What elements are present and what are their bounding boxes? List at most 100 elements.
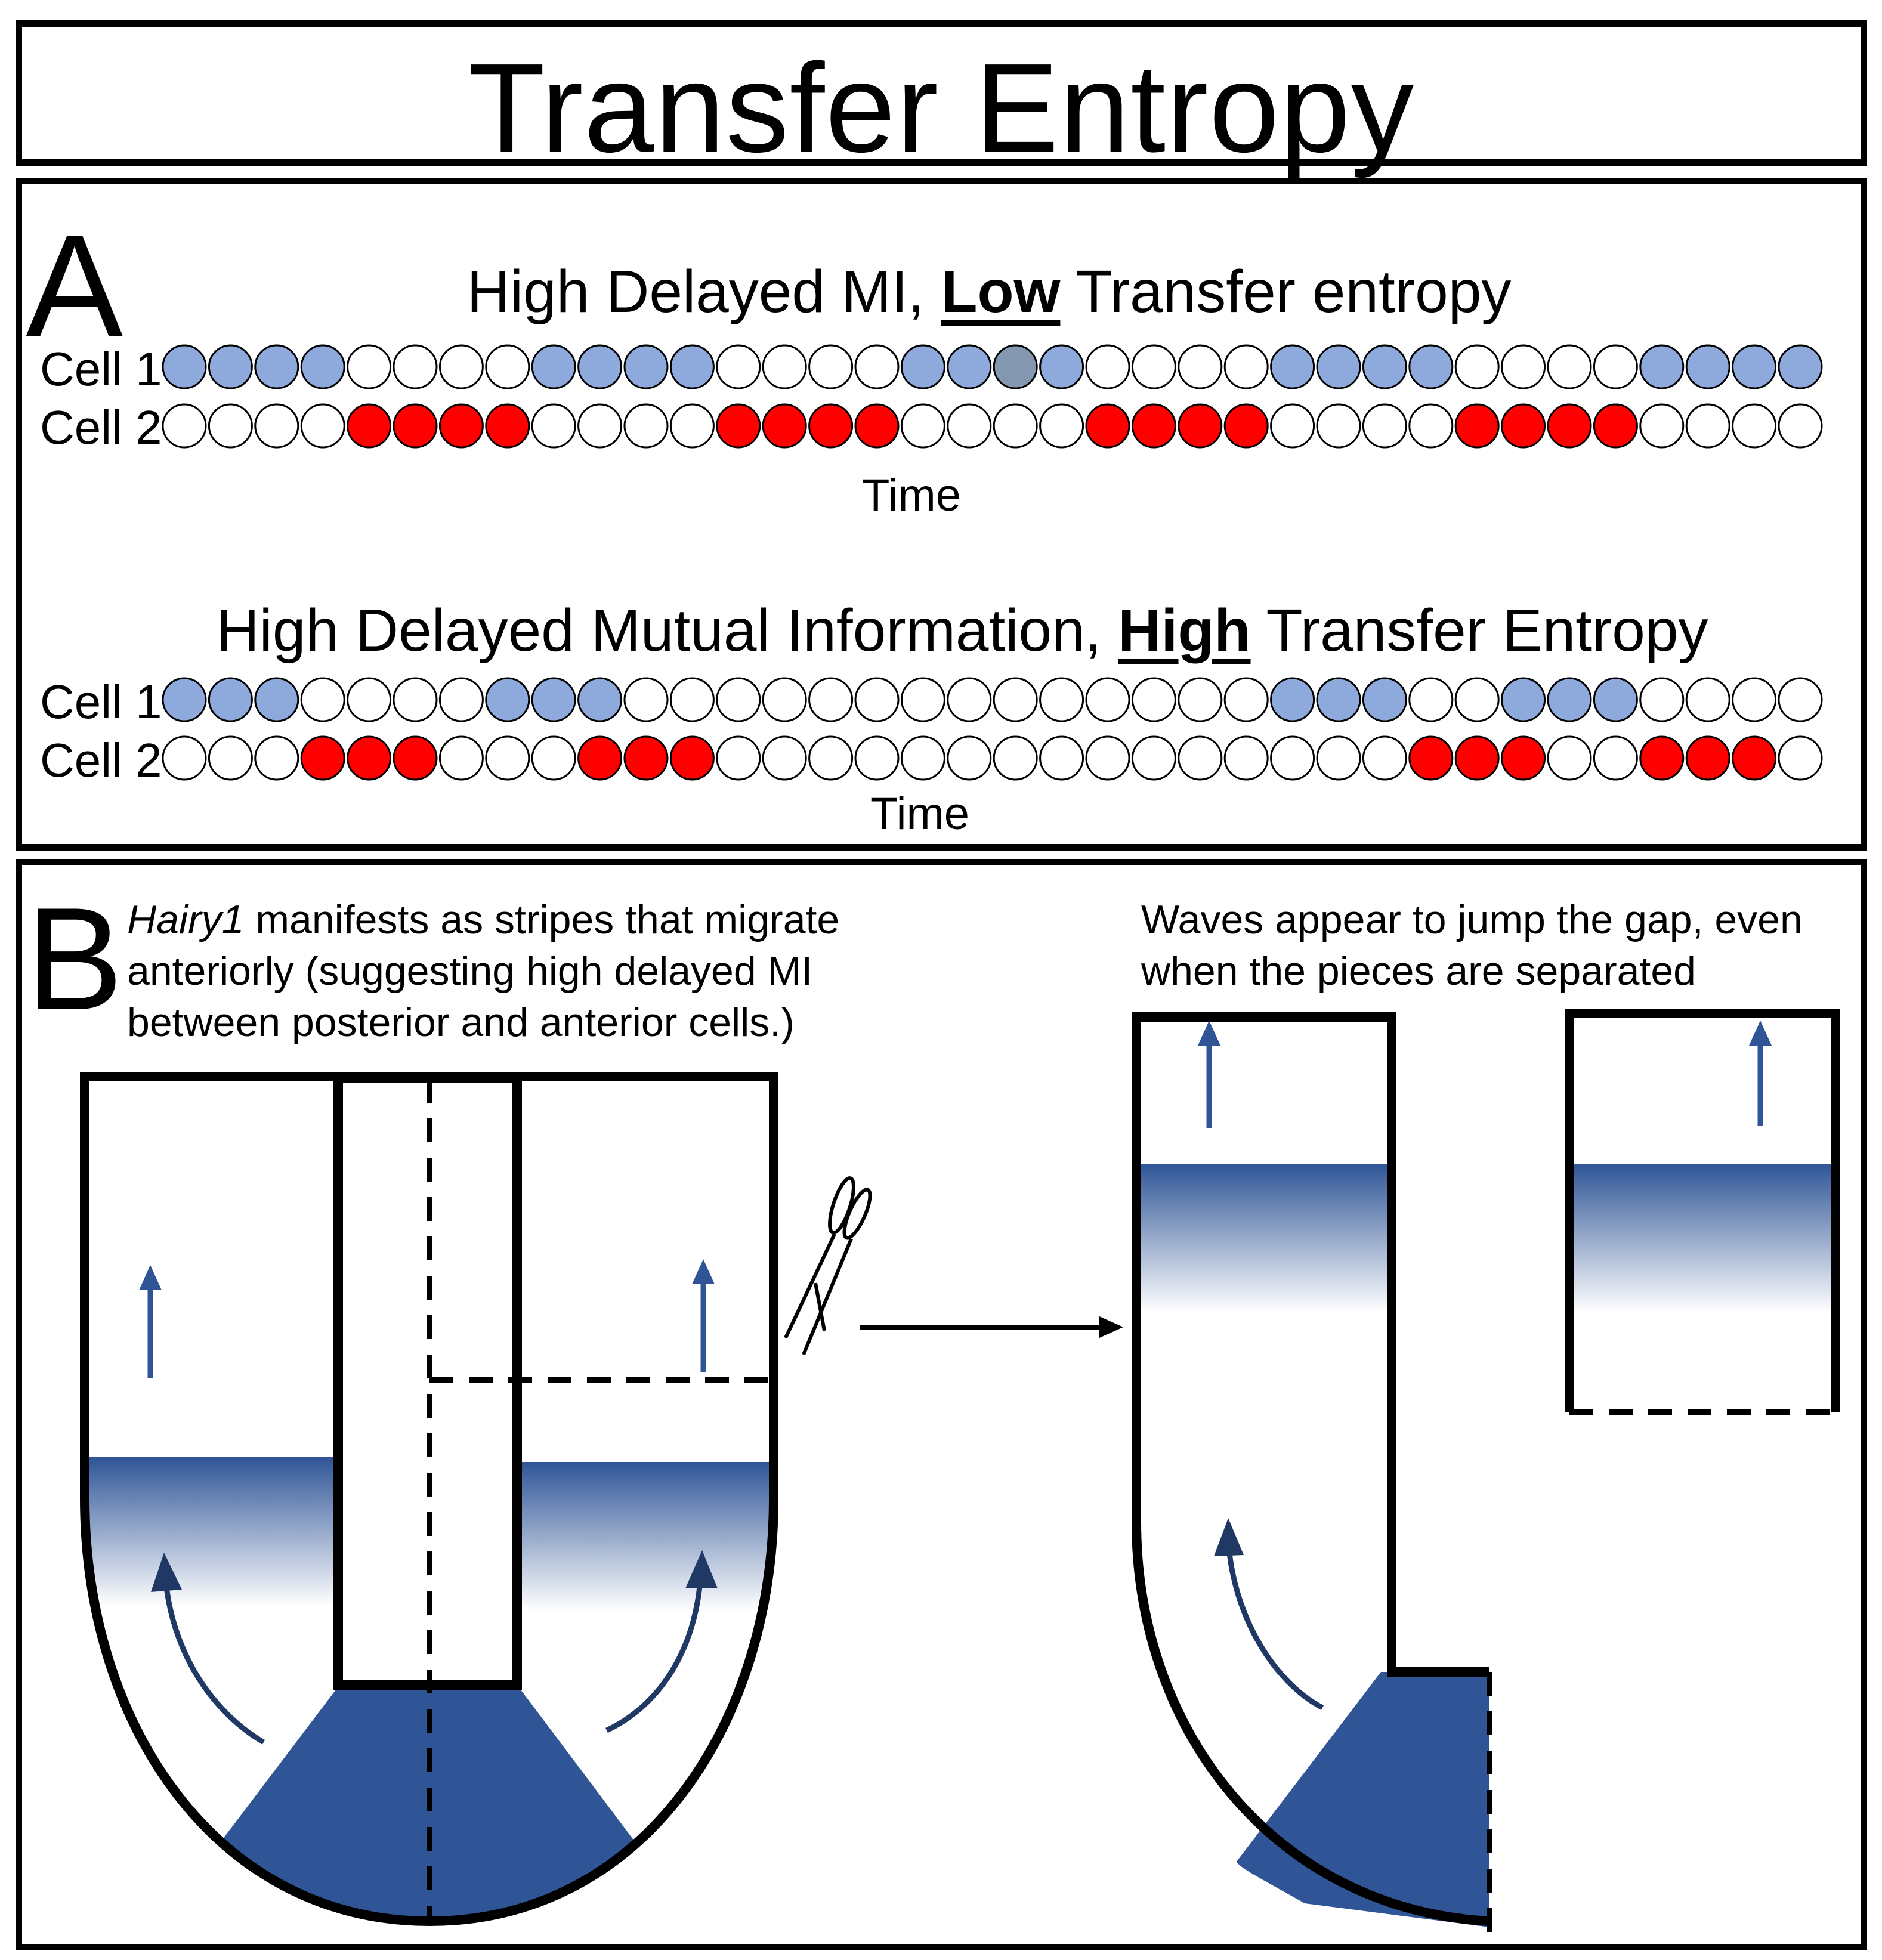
- time-step-inactive: [438, 735, 484, 781]
- curved-arrow-icon: [151, 1553, 265, 1745]
- title-box: Transfer Entropy: [16, 20, 1867, 171]
- time-step-active-red: [669, 735, 715, 781]
- time-step-inactive: [1593, 735, 1638, 781]
- time-step-active-red: [1501, 735, 1546, 781]
- example-2-time-label: Time: [870, 789, 970, 839]
- time-step-inactive: [254, 403, 299, 449]
- example-1-cell2-row: [162, 403, 1823, 449]
- time-step-inactive: [1039, 677, 1084, 722]
- example-1-emphasis: Low: [941, 258, 1061, 325]
- time-step-inactive: [854, 344, 900, 389]
- panel-b: B Hairy1 manifests as stripes that migra…: [16, 859, 1867, 1950]
- time-step-inactive: [762, 344, 807, 389]
- time-step-inactive: [993, 677, 1038, 722]
- time-step-active-red: [1685, 735, 1730, 781]
- time-step-active-blue: [208, 344, 253, 389]
- time-step-inactive: [438, 677, 484, 722]
- caption-right: Waves appear to jump the gap, even when …: [1141, 897, 1803, 994]
- example-1-cell2-label: Cell 2: [40, 401, 162, 454]
- time-step-inactive: [1270, 403, 1315, 449]
- time-step-inactive: [1778, 735, 1823, 781]
- time-step-active-blue: [1547, 677, 1592, 722]
- time-step-inactive: [808, 344, 854, 389]
- time-step-active-red: [1501, 403, 1546, 449]
- posterior-wave: [183, 1685, 672, 1921]
- panel-a-letter: A: [26, 204, 123, 367]
- time-step-active-red: [1547, 403, 1592, 449]
- example-2-heading: High Delayed Mutual Information, High Tr…: [216, 597, 1708, 664]
- time-step-inactive: [716, 677, 761, 722]
- time-step-inactive: [1408, 677, 1454, 722]
- time-step-active-red: [577, 735, 623, 781]
- time-step-active-red: [347, 735, 392, 781]
- time-step-inactive: [393, 344, 438, 389]
- time-step-active-blue: [208, 677, 253, 722]
- wave-stripe-right: [517, 1462, 772, 1611]
- time-step-inactive: [1085, 677, 1130, 722]
- time-step-inactive: [438, 344, 484, 389]
- example-1-heading: High Delayed MI, Low Transfer entropy: [466, 258, 1512, 325]
- time-step-inactive: [531, 735, 576, 781]
- time-step-inactive: [162, 735, 207, 781]
- time-step-inactive: [623, 403, 669, 449]
- arrow-right-icon: [860, 1316, 1123, 1338]
- separated-piece-left: [1132, 1012, 1492, 1933]
- time-step-inactive: [1039, 735, 1084, 781]
- time-step-inactive: [1778, 403, 1823, 449]
- wave-stripe-piece-right: [1572, 1164, 1834, 1313]
- time-step-active-blue: [254, 677, 299, 722]
- time-step-active-red: [347, 403, 392, 449]
- time-step-inactive: [347, 344, 392, 389]
- time-step-inactive: [854, 735, 900, 781]
- time-step-inactive: [762, 677, 807, 722]
- curved-arrow-icon: [1214, 1518, 1324, 1710]
- time-step-active-blue: [947, 344, 992, 389]
- time-step-active-red: [1223, 403, 1269, 449]
- time-step-active-blue: [1270, 677, 1315, 722]
- caption-left: Hairy1 manifests as stripes that migrate…: [127, 897, 840, 1045]
- panel-a: A High Delayed MI, Low Transfer entropy …: [16, 178, 1867, 851]
- time-step-active-red: [762, 403, 807, 449]
- time-step-inactive: [993, 735, 1038, 781]
- example-1-time-label: Time: [862, 470, 962, 521]
- separated-piece-right: [1565, 1009, 1840, 1415]
- time-step-active-red: [1178, 403, 1223, 449]
- time-step-active-red: [1408, 735, 1454, 781]
- time-step-inactive: [808, 677, 854, 722]
- example-2-cell1-row: [162, 677, 1823, 722]
- time-step-inactive: [1501, 344, 1546, 389]
- time-step-inactive: [1778, 677, 1823, 722]
- time-step-inactive: [762, 735, 807, 781]
- time-step-inactive: [347, 677, 392, 722]
- time-step-inactive: [300, 403, 345, 449]
- time-step-active-blue: [577, 677, 623, 722]
- time-step-inactive: [485, 735, 530, 781]
- time-step-active-blue: [623, 344, 669, 389]
- example-2-cell2-label: Cell 2: [40, 734, 162, 787]
- gene-name: Hairy1: [127, 897, 245, 942]
- time-step-inactive: [1131, 735, 1176, 781]
- embryo-diagram: [80, 1009, 1840, 1933]
- time-step-inactive: [1732, 403, 1777, 449]
- time-step-active-red: [1131, 403, 1176, 449]
- example-2-emphasis: High: [1118, 597, 1251, 664]
- time-step-inactive: [1732, 677, 1777, 722]
- time-step-inactive: [208, 403, 253, 449]
- time-step-active-blue: [1685, 344, 1730, 389]
- time-step-inactive: [1685, 677, 1730, 722]
- time-step-active-red: [393, 403, 438, 449]
- figure-title: Transfer Entropy: [468, 37, 1415, 178]
- time-step-active-blue: [531, 344, 576, 389]
- time-step-inactive: [1223, 735, 1269, 781]
- time-step-inactive: [485, 344, 530, 389]
- time-step-active-red: [393, 735, 438, 781]
- time-step-inactive: [162, 403, 207, 449]
- time-step-inactive: [577, 403, 623, 449]
- time-step-active-red: [808, 403, 854, 449]
- time-step-active-red: [1454, 403, 1500, 449]
- time-step-active-blue: [1039, 344, 1084, 389]
- time-step-inactive: [1547, 344, 1592, 389]
- time-step-active-gray: [993, 344, 1038, 389]
- time-step-inactive: [1085, 344, 1130, 389]
- time-step-inactive: [947, 403, 992, 449]
